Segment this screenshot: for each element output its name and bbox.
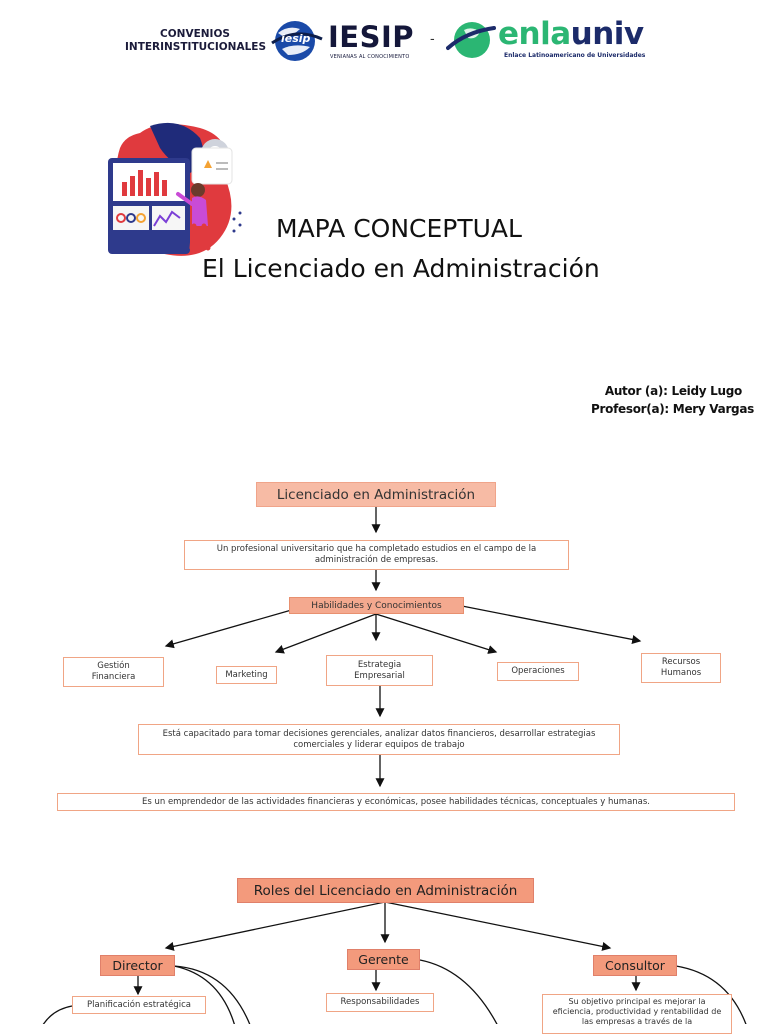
analytics-illustration (108, 122, 242, 256)
page-subtitle: El Licenciado en Administración (202, 254, 600, 283)
enla-part: enla (498, 16, 571, 52)
area-gestion-financiera: Gestión Financiera (63, 657, 164, 687)
map1-summary-node: Es un emprendedor de las actividades fin… (57, 793, 735, 811)
area-marketing: Marketing (216, 666, 277, 684)
univ-part: univ (570, 16, 644, 52)
role-gerente: Gerente (347, 949, 420, 970)
consultor-objetivo: Su objetivo principal es mejorar la efic… (542, 994, 732, 1034)
director-planificacion: Planificación estratégica (72, 996, 206, 1014)
enlauniv-logo: enlauniv Enlace Latinoamericano de Unive… (446, 16, 661, 64)
iesip-tagline: VENIANAS AL CONOCIMIENTO (330, 54, 410, 60)
area-recursos-humanos: Recursos Humanos (641, 653, 721, 683)
role-consultor: Consultor (593, 955, 677, 976)
globe-icon (271, 21, 323, 61)
area-estrategia-empresarial: Estrategia Empresarial (326, 655, 433, 686)
map1-skills-node: Habilidades y Conocimientos (289, 597, 464, 614)
iesip-badge: iesip (281, 32, 311, 45)
convenios-label: CONVENIOS INTERINSTITUCIONALES (125, 28, 267, 53)
map1-definition-node: Un profesional universitario que ha comp… (184, 540, 569, 570)
gerente-responsabilidades: Responsabilidades (326, 993, 434, 1012)
teacher-label: Profesor(a): Mery Vargas (591, 402, 754, 416)
enlauniv-globe-icon (446, 22, 496, 58)
iesip-logo: iesip IESIP VENIANAS AL CONOCIMIENTO (270, 18, 430, 64)
map2-root-node: Roles del Licenciado en Administración (237, 878, 534, 903)
area-operaciones: Operaciones (497, 662, 579, 681)
role-director: Director (100, 955, 175, 976)
enlauniv-wordmark: enlauniv (498, 16, 644, 52)
author-label: Autor (a): Leidy Lugo (604, 384, 742, 398)
page-title: MAPA CONCEPTUAL (276, 214, 522, 243)
enlauniv-tagline: Enlace Latinoamericano de Universidades (504, 52, 646, 59)
logo-separator: - (430, 30, 435, 46)
iesip-wordmark: IESIP (328, 20, 415, 54)
map1-capacity-node: Está capacitado para tomar decisiones ge… (138, 724, 620, 755)
map1-root-node: Licenciado en Administración (256, 482, 496, 507)
